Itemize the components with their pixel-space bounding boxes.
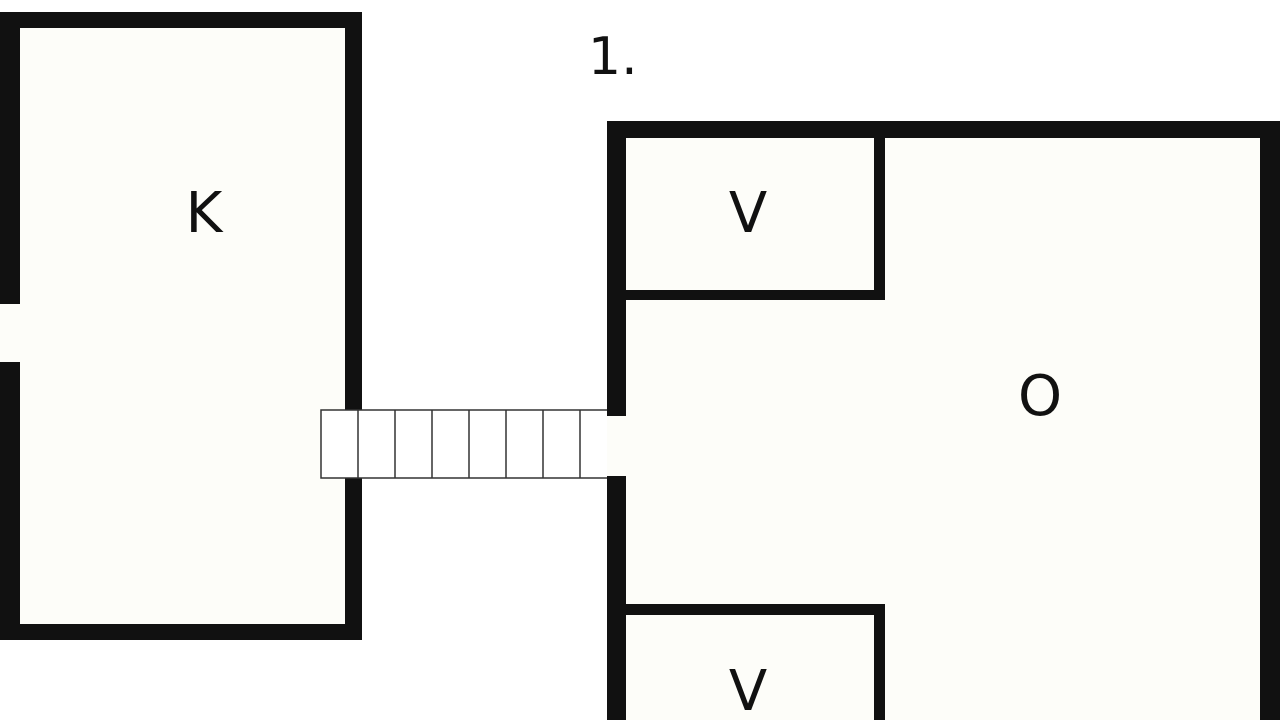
room-v-bottom: V xyxy=(607,604,885,720)
room-v-top-wall-bottom xyxy=(607,290,885,300)
stair-corridor-body xyxy=(320,409,627,479)
room-o-wall-top xyxy=(607,121,1280,138)
room-v-top-label: V xyxy=(729,181,767,246)
room-o-floor xyxy=(616,130,1280,720)
room-k-wall-right-upper xyxy=(345,12,362,410)
room-v-top-wall-right xyxy=(874,121,885,299)
room-k-label: K xyxy=(186,181,224,246)
room-k-wall-right-lower xyxy=(345,478,362,640)
room-v-top: V xyxy=(607,121,885,300)
room-k-floor xyxy=(8,20,354,632)
room-o-wall-left-upper xyxy=(607,121,626,416)
room-k-wall-left-lower xyxy=(0,362,20,640)
room-o: V V O xyxy=(607,121,1280,720)
room-o-wall-right xyxy=(1260,121,1280,720)
stair-corridor xyxy=(320,409,627,479)
room-v-bottom-wall-top xyxy=(607,604,885,615)
diagram-number: 1. xyxy=(588,27,638,87)
room-o-label: O xyxy=(1018,364,1062,429)
room-k-left-door xyxy=(0,304,20,362)
room-k-wall-bottom xyxy=(0,624,362,640)
room-o-left-door xyxy=(607,416,626,476)
room-k-wall-top xyxy=(0,12,362,28)
room-k: K xyxy=(0,12,362,640)
room-k-wall-left-upper xyxy=(0,12,20,304)
room-v-bottom-wall-right xyxy=(874,604,885,720)
room-o-wall-left-lower xyxy=(607,476,626,720)
room-v-bottom-label: V xyxy=(729,659,767,720)
stair-treads xyxy=(357,410,581,478)
